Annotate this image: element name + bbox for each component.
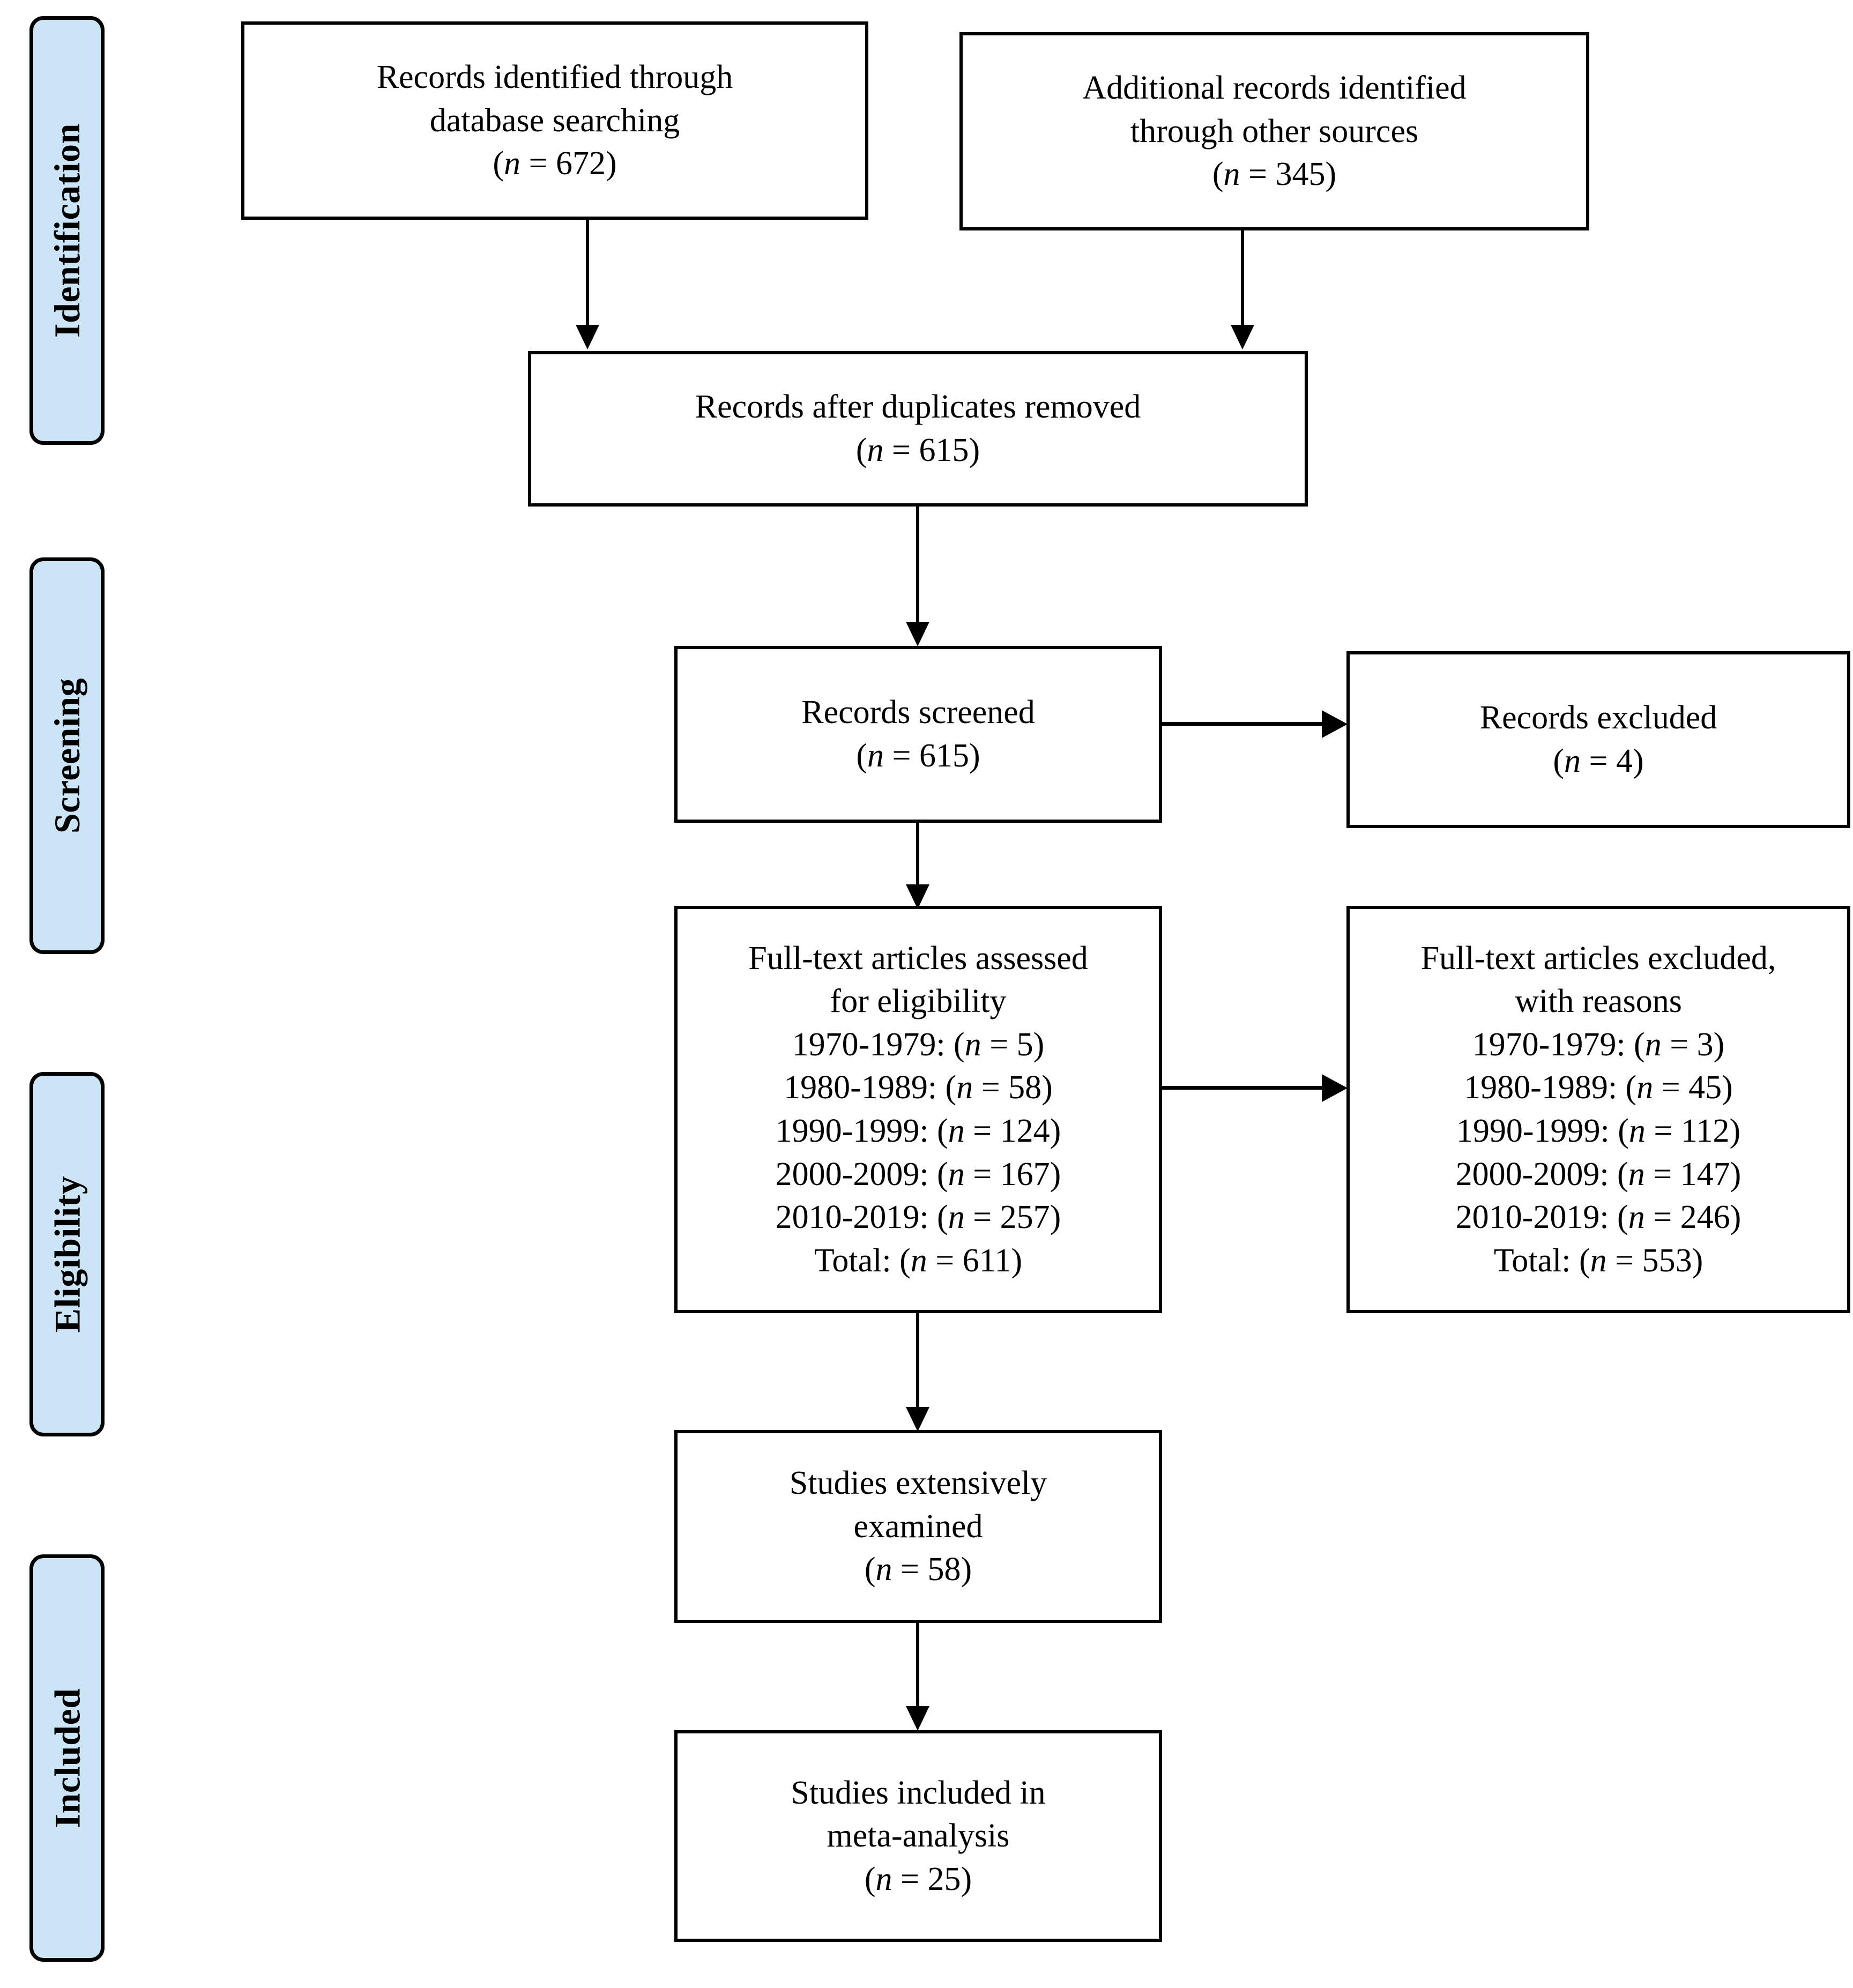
connector-other-sources-to-duplicates [1241, 230, 1244, 325]
box-fulltext-excluded-with-reasons: Full-text articles excluded, with reason… [1346, 906, 1850, 1313]
phase-label-identification: Identification [29, 16, 105, 445]
box-studies-included-line2: meta-analysis [827, 1818, 1010, 1855]
box-fulltext-excluded-row: 1980-1989: (n = 45) [1464, 1069, 1733, 1106]
box-studies-extensively-examined: Studies extensively examined (n = 58) [674, 1430, 1162, 1623]
arrowhead-fulltext-to-studies-examined [906, 1407, 929, 1432]
box-fulltext-assessed-row: 1980-1989: (n = 58) [784, 1069, 1053, 1106]
box-other-sources-count: (n = 345) [1212, 156, 1337, 193]
arrowhead-duplicates-to-screened [906, 622, 929, 646]
box-fulltext-excluded-row: 2010-2019: (n = 246) [1455, 1199, 1742, 1236]
phase-label-identification-text: Identification [47, 123, 87, 338]
box-records-excluded: Records excluded (n = 4) [1346, 651, 1850, 828]
connector-examined-to-included [916, 1623, 919, 1706]
box-fulltext-excluded-row: 2000-2009: (n = 147) [1455, 1156, 1742, 1193]
n-italic: n [867, 738, 884, 774]
n-italic: n [956, 1069, 973, 1106]
box-fulltext-assessed-row: 2000-2009: (n = 167) [775, 1156, 1061, 1193]
box-screened-count: (n = 615) [856, 738, 980, 774]
box-fulltext-assessed-total: Total: (n = 611) [814, 1242, 1023, 1279]
arrowhead-screened-to-fulltext [906, 884, 929, 909]
box-records-excluded-line1: Records excluded [1479, 699, 1717, 736]
n-italic: n [910, 1242, 927, 1279]
phase-label-screening: Screening [29, 557, 105, 954]
arrowhead-db-search-to-duplicates [576, 325, 599, 349]
arrowhead-examined-to-included [906, 1706, 929, 1731]
connector-screened-to-excluded [1162, 722, 1326, 726]
box-fulltext-excluded-total: Total: (n = 553) [1493, 1242, 1703, 1279]
phase-label-eligibility-text: Eligibility [47, 1175, 87, 1333]
box-fulltext-assessed-row: 2010-2019: (n = 257) [775, 1199, 1061, 1236]
n-italic: n [1644, 1026, 1662, 1063]
box-records-excluded-count: (n = 4) [1553, 743, 1644, 779]
phase-label-included-text: Included [47, 1688, 87, 1828]
box-other-sources-line2: through other sources [1130, 113, 1419, 150]
connector-fulltext-to-studies-examined [916, 1313, 919, 1407]
n-italic: n [948, 1156, 965, 1193]
arrowhead-fulltext-assessed-to-excluded [1322, 1074, 1348, 1102]
n-italic: n [1590, 1242, 1607, 1279]
n-italic: n [1628, 1113, 1646, 1149]
phase-label-included: Included [29, 1554, 105, 1962]
connector-duplicates-to-screened [916, 507, 919, 622]
box-studies-included-line1: Studies included in [791, 1774, 1046, 1811]
arrowhead-screened-to-excluded [1322, 710, 1348, 738]
box-db-search-count: (n = 672) [493, 145, 617, 182]
connector-screened-to-fulltext [916, 823, 919, 884]
box-fulltext-excluded-line2: with reasons [1515, 983, 1682, 1020]
box-fulltext-excluded-line1: Full-text articles excluded, [1420, 940, 1776, 977]
box-duplicates-count: (n = 615) [855, 432, 980, 468]
box-records-after-duplicates-removed: Records after duplicates removed (n = 61… [528, 351, 1308, 507]
box-records-identified-database: Records identified through database sear… [241, 21, 868, 220]
box-fulltext-assessed-row: 1970-1979: (n = 5) [792, 1026, 1045, 1063]
box-screened-line1: Records screened [801, 694, 1035, 731]
box-fulltext-assessed-eligibility: Full-text articles assessed for eligibil… [674, 906, 1162, 1313]
n-italic: n [948, 1113, 965, 1149]
box-other-sources-line1: Additional records identified [1082, 70, 1467, 107]
phase-label-eligibility: Eligibility [29, 1072, 105, 1436]
n-italic: n [504, 145, 521, 182]
n-italic: n [1628, 1199, 1645, 1236]
box-studies-included-meta-analysis: Studies included in meta-analysis (n = 2… [674, 1730, 1162, 1942]
box-fulltext-excluded-row: 1990-1999: (n = 112) [1456, 1113, 1741, 1149]
box-fulltext-assessed-line1: Full-text articles assessed [748, 940, 1088, 977]
box-db-search-line1: Records identified through [376, 59, 733, 96]
box-fulltext-excluded-row: 1970-1979: (n = 3) [1472, 1026, 1725, 1063]
box-duplicates-line1: Records after duplicates removed [695, 389, 1141, 426]
n-italic: n [875, 1860, 892, 1897]
box-db-search-line2: database searching [429, 102, 680, 139]
n-italic: n [1223, 156, 1240, 193]
box-additional-records-other-sources: Additional records identified through ot… [959, 32, 1589, 230]
box-studies-examined-line2: examined [853, 1508, 983, 1545]
n-italic: n [875, 1551, 892, 1588]
connector-db-search-to-duplicates [586, 220, 589, 325]
box-studies-examined-count: (n = 58) [864, 1551, 972, 1588]
n-italic: n [964, 1026, 981, 1063]
box-fulltext-assessed-line2: for eligibility [830, 983, 1007, 1020]
arrowhead-other-sources-to-duplicates [1231, 325, 1254, 349]
box-studies-examined-line1: Studies extensively [789, 1465, 1047, 1502]
n-italic: n [1564, 743, 1581, 779]
box-studies-included-count: (n = 25) [864, 1860, 972, 1897]
connector-fulltext-assessed-to-excluded [1162, 1086, 1326, 1090]
phase-label-screening-text: Screening [47, 677, 88, 834]
box-records-screened: Records screened (n = 615) [674, 646, 1162, 823]
n-italic: n [1628, 1156, 1645, 1193]
n-italic: n [948, 1199, 965, 1236]
n-italic: n [867, 432, 884, 468]
n-italic: n [1636, 1069, 1654, 1106]
box-fulltext-assessed-row: 1990-1999: (n = 124) [775, 1113, 1061, 1149]
